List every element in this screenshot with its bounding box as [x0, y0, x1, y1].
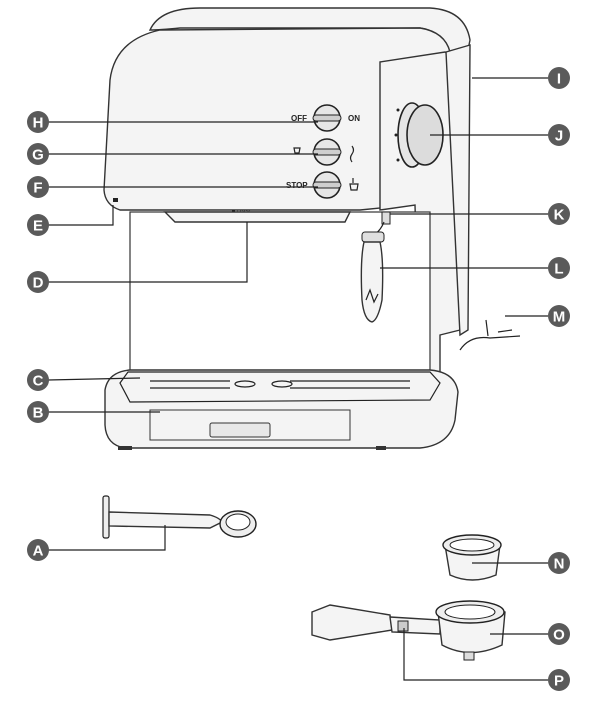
off-label: OFF — [291, 114, 307, 123]
stop-label: STOP — [286, 181, 308, 190]
callout-B-label: B — [33, 405, 44, 422]
on-label: ON — [348, 114, 360, 123]
drip-tray-front — [149, 409, 351, 441]
coffee-icon — [349, 178, 359, 191]
callout-H-label: H — [33, 115, 44, 132]
callout-J-label: J — [555, 128, 563, 145]
brew-head — [163, 211, 352, 223]
callout-E: E — [27, 214, 49, 236]
callout-I-label: I — [557, 71, 561, 88]
callout-G-label: G — [32, 147, 44, 164]
callout-G: G — [27, 143, 49, 165]
callout-P: P — [548, 669, 570, 691]
callout-H: H — [27, 111, 49, 133]
steam-wand — [360, 211, 391, 323]
water-tank — [445, 44, 471, 337]
callout-F-label: F — [33, 180, 42, 197]
callout-E-label: E — [33, 218, 43, 235]
callout-N: N — [548, 552, 570, 574]
portafilter — [311, 600, 506, 661]
callout-M-label: M — [553, 309, 566, 326]
callout-O-label: O — [553, 627, 565, 644]
leader-lines — [47, 77, 548, 681]
callout-J: J — [548, 124, 570, 146]
callout-D-label: D — [33, 275, 44, 292]
callout-K-label: K — [554, 207, 565, 224]
indicator-light — [113, 198, 118, 202]
callout-C-label: C — [33, 373, 44, 390]
callout-O: O — [548, 623, 570, 645]
callout-A-label: A — [33, 543, 44, 560]
callout-L-label: L — [554, 261, 563, 278]
back-column — [129, 211, 431, 373]
callout-N-label: N — [554, 556, 565, 573]
base — [104, 369, 459, 449]
callout-F: F — [27, 176, 49, 198]
drip-tray-grid — [119, 371, 441, 403]
froth-nozzle — [360, 241, 384, 323]
callout-P-label: P — [554, 673, 564, 690]
steam-icon — [349, 145, 355, 163]
control-panel: OFF ON STOP LOCK — [113, 104, 360, 216]
callout-I: I — [548, 67, 570, 89]
callout-D: D — [27, 271, 49, 293]
callout-M: M — [548, 305, 570, 327]
callout-C: C — [27, 369, 49, 391]
filter-basket — [442, 534, 502, 581]
espresso-machine: OFF ON STOP LOCK — [103, 7, 521, 450]
callout-L: L — [548, 257, 570, 279]
callout-K: K — [548, 203, 570, 225]
drip-tray-handle — [209, 422, 271, 438]
callout-B: B — [27, 401, 49, 423]
measuring-spoon — [102, 495, 257, 539]
cup-icon — [293, 147, 301, 154]
power-cord — [459, 319, 521, 351]
steam-dial[interactable] — [394, 102, 444, 168]
callout-A: A — [27, 539, 49, 561]
